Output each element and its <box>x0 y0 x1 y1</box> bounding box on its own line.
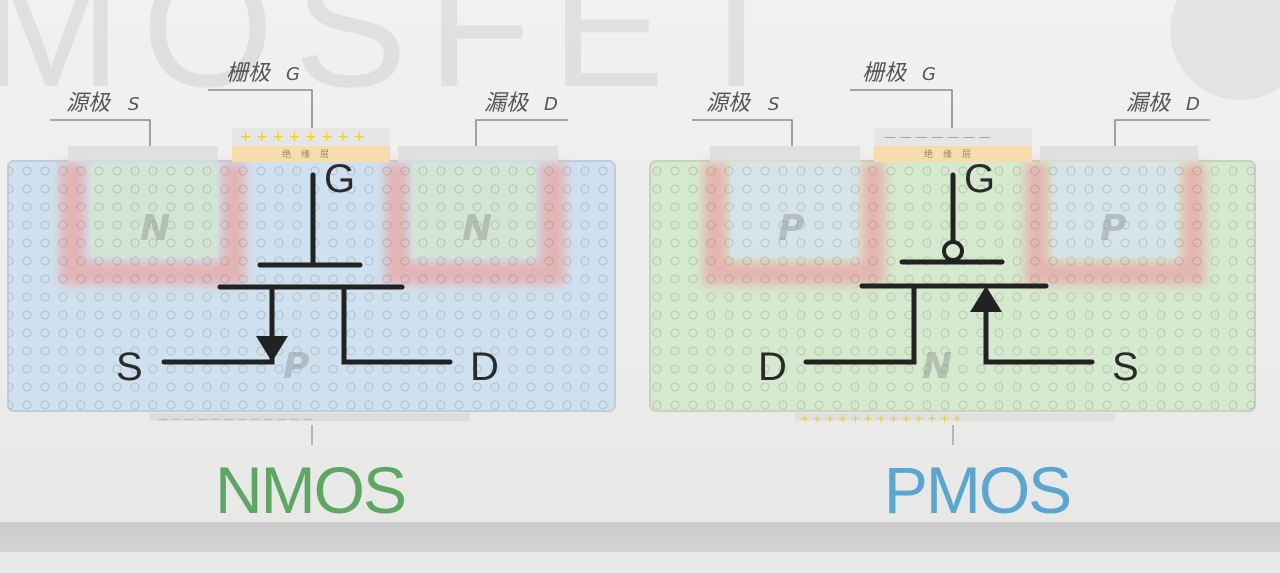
nmos-substrate-label: P <box>283 346 309 387</box>
nmos-body-charges: — — — — — — — — — — — — <box>158 414 313 425</box>
pmos-well-left-label: P <box>778 208 804 249</box>
pmos-arrow-icon <box>970 286 1002 312</box>
pmos-gate-leader <box>850 89 953 128</box>
nmos-well-right-label: N <box>462 208 492 249</box>
pmos-body-contact <box>795 413 1115 421</box>
pmos-insulator <box>874 146 1032 162</box>
pmos-device: P P N — — — — — — — 绝缘层 + + + + + + + + … <box>649 61 1256 445</box>
nmos-source-label: 源极 <box>66 91 112 116</box>
nmos-pin-g: G <box>324 157 355 201</box>
pmos-gate-label: 栅极 <box>862 61 908 86</box>
nmos-source-sub: S <box>128 94 139 115</box>
nmos-drain-sub: D <box>544 94 558 115</box>
pmos-drain-sub: D <box>1186 94 1200 115</box>
pmos-gate-charges: — — — — — — — <box>884 130 991 144</box>
nmos-gate-sub: G <box>286 64 300 85</box>
pmos-source-label: 源极 <box>706 91 752 116</box>
pmos-drain-contact <box>1040 146 1198 162</box>
pmos-source-sub: S <box>768 94 779 115</box>
nmos-body-contact <box>150 413 470 421</box>
nmos-pin-d: D <box>470 345 499 389</box>
pmos-drain-leader <box>1114 119 1210 146</box>
pmos-gate-plate <box>874 128 1032 146</box>
nmos-gate-charges: + + + + + + + + <box>240 129 365 145</box>
nmos-gate-label: 栅极 <box>226 61 272 86</box>
nmos-arrow-icon <box>256 336 288 362</box>
nmos-gate-leader <box>208 89 313 128</box>
pmos-title: PMOS <box>883 453 1072 527</box>
nmos-device: N N P + + + + + + + + 绝缘层 — — — — — — — … <box>7 61 616 445</box>
nmos-title: NMOS <box>215 453 407 527</box>
nmos-drain-contact <box>398 146 558 162</box>
nmos-well-left-label: N <box>140 208 170 249</box>
nmos-insulator-label: 绝缘层 <box>282 148 339 160</box>
pmos-insulator-label: 绝缘层 <box>924 148 981 160</box>
pmos-pin-s: S <box>1112 345 1139 389</box>
nmos-source-contact <box>68 146 218 162</box>
bottom-strip <box>0 552 1280 573</box>
pmos-pin-g: G <box>964 157 995 201</box>
pmos-source-contact <box>710 146 860 162</box>
pmos-drain-label: 漏极 <box>1126 91 1172 116</box>
bottom-band <box>0 522 1280 552</box>
pmos-symbol <box>803 172 1095 365</box>
nmos-drain-label: 漏极 <box>484 91 530 116</box>
pmos-gate-sub: G <box>922 64 936 85</box>
pmos-source-leader <box>692 119 793 146</box>
watermark-text: MOSFET <box>0 0 809 123</box>
nmos-source-leader <box>50 119 151 146</box>
pmos-pin-d: D <box>758 345 787 389</box>
nmos-gate-plate <box>232 128 390 146</box>
nmos-insulator <box>232 146 390 162</box>
nmos-pin-s: S <box>116 345 143 389</box>
pmos-substrate-label: N <box>922 346 952 387</box>
pmos-well-right-label: P <box>1100 208 1126 249</box>
nmos-drain-leader <box>475 119 568 146</box>
pmos-body-charges: + + + + + + + + + + + + + <box>800 412 962 425</box>
